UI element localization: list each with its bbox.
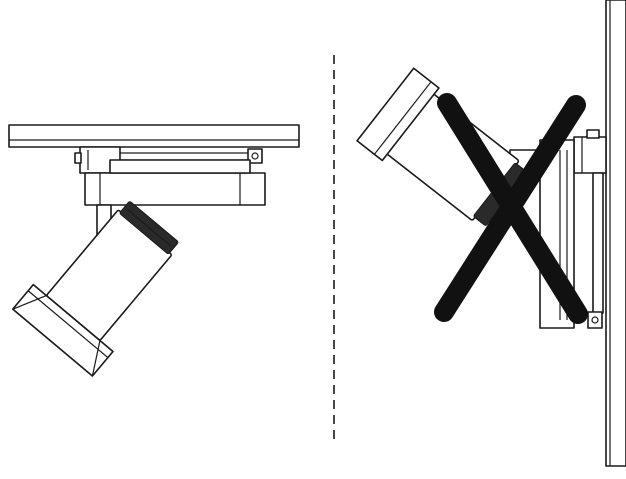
driver-box <box>74 146 266 206</box>
wall-mount-panel <box>356 0 626 467</box>
ceiling-mount-panel <box>8 124 300 377</box>
wall <box>605 0 626 467</box>
spotlight-head <box>11 201 179 377</box>
ceiling-track <box>8 124 300 148</box>
cross-mark-icon <box>434 93 588 324</box>
